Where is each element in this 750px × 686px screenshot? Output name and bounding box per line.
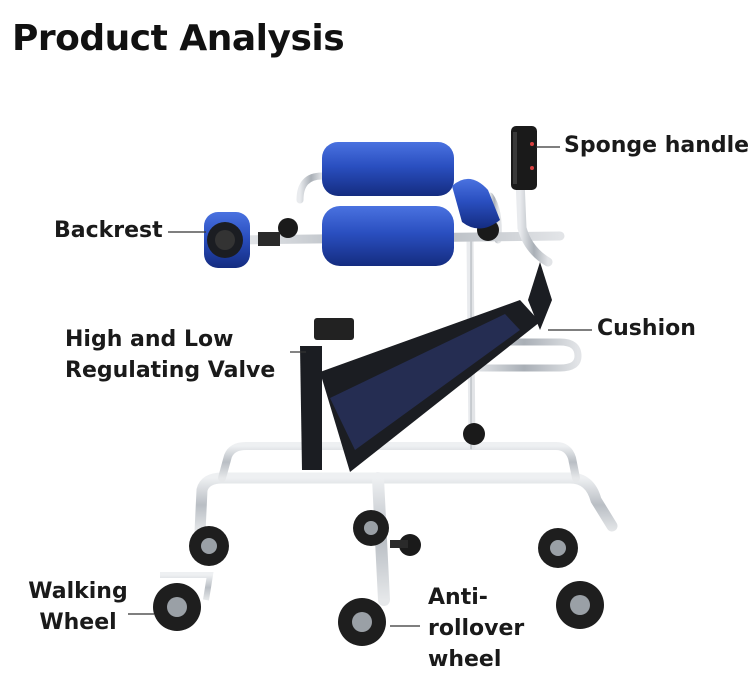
walking-wheel-front-right xyxy=(550,572,610,629)
sponge-handle-grip xyxy=(511,126,537,190)
label-valve-line1: High and Low xyxy=(65,327,234,352)
label-walking-wheel: Walking Wheel xyxy=(22,576,134,638)
walking-wheel-rear-right xyxy=(530,519,590,568)
label-walking-line2: Wheel xyxy=(39,610,117,635)
adjust-knobs xyxy=(278,218,499,556)
base-frame xyxy=(194,442,618,606)
label-backrest: Backrest xyxy=(54,218,163,243)
backrest-side-pad xyxy=(204,212,280,268)
handle-post xyxy=(511,126,553,267)
page-title: Product Analysis xyxy=(12,18,345,59)
anti-rollover-wheel xyxy=(330,587,388,646)
leader-lines xyxy=(128,146,592,627)
label-anti-rollover-wheel: Anti- rollover wheel xyxy=(428,582,524,675)
label-walking-line1: Walking xyxy=(28,579,128,604)
label-valve: High and Low Regulating Valve xyxy=(65,324,275,386)
backrest-pads xyxy=(322,142,500,266)
label-sponge-handle: Sponge handle xyxy=(564,133,750,158)
seat-sling xyxy=(300,262,552,472)
walking-wheel-rear-left xyxy=(186,517,232,566)
label-cushion: Cushion xyxy=(597,316,696,341)
label-anti-line2: rollover xyxy=(428,616,525,641)
label-valve-line2: Regulating Valve xyxy=(65,358,276,383)
center-wheel xyxy=(353,510,389,546)
walking-wheel-front-left xyxy=(153,572,214,631)
label-anti-line3: wheel xyxy=(428,647,502,672)
label-anti-line1: Anti- xyxy=(428,585,488,610)
